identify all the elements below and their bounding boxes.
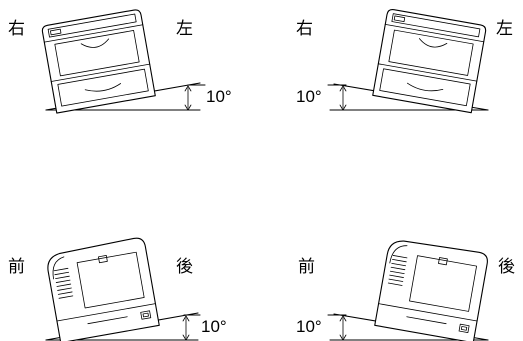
label-right-side: 右 (296, 19, 313, 39)
label-left-side: 左 (176, 19, 193, 39)
angle-label: 10° (206, 87, 232, 106)
label-rear: 後 (498, 257, 515, 277)
label-front: 前 (298, 257, 315, 277)
printer-front-view (372, 8, 487, 114)
panel-bottom-left: 前 後 10° (8, 237, 227, 341)
angle-label: 10° (201, 317, 227, 336)
panel-top-right: 右 左 10° (296, 8, 513, 114)
printer-side-view (374, 240, 488, 341)
label-right-side: 右 (8, 19, 25, 39)
panel-bottom-right: 前 後 10° (296, 240, 515, 341)
printer-front-view (41, 9, 156, 114)
label-front: 前 (8, 257, 25, 277)
printer-side-view (47, 237, 160, 341)
label-left-side: 左 (496, 19, 513, 39)
label-rear: 後 (176, 257, 193, 277)
panel-top-left: 右 左 10° (8, 9, 232, 114)
angle-label: 10° (296, 317, 322, 336)
angle-label: 10° (296, 87, 322, 106)
